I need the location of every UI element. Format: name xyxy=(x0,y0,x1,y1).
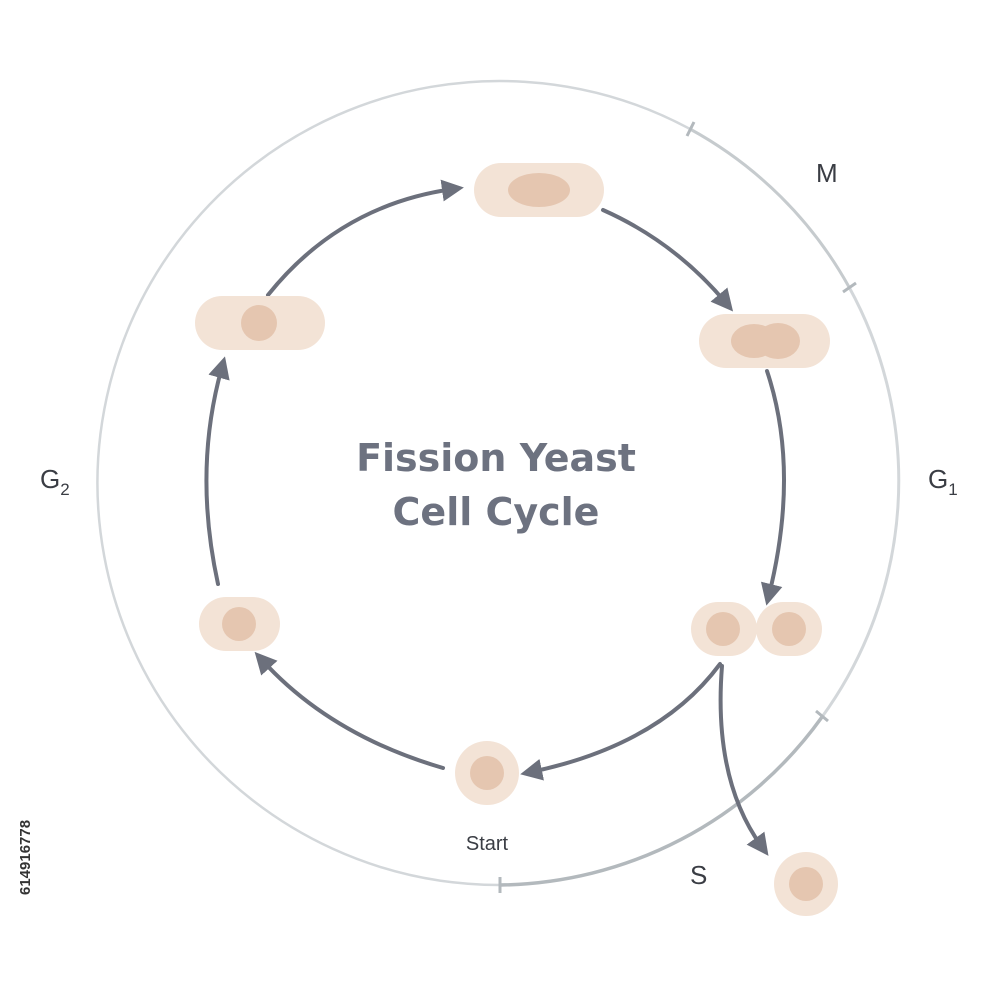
side-id-text: 614916778 xyxy=(17,820,34,895)
tick-m-start xyxy=(685,121,696,137)
arrow-start-to-small xyxy=(254,651,445,770)
arrow-long-to-dividing xyxy=(601,208,734,312)
cell-nucleus xyxy=(241,305,277,341)
cell-dividing-nucleus xyxy=(699,314,830,368)
cell-nucleus xyxy=(470,756,504,790)
cell-nucleus xyxy=(508,173,570,207)
tick-m-end xyxy=(842,281,857,294)
arrow-separated-to-start xyxy=(520,662,722,781)
cell-medium-g2 xyxy=(195,296,325,350)
ring-m-arc xyxy=(689,127,851,288)
cell-nucleus xyxy=(772,612,806,646)
phase-label-s: S xyxy=(690,860,707,890)
arrow-g2-to-mitosis xyxy=(266,179,464,297)
phase-label-g2: G2 xyxy=(40,464,70,499)
phase-ring xyxy=(96,79,901,893)
arrow-separated-to-exit xyxy=(718,664,769,856)
diagram-title-line2: Cell Cycle xyxy=(393,490,600,534)
cell-exit-spore xyxy=(774,852,838,916)
cell-nucleus xyxy=(222,607,256,641)
ring-g1-arc xyxy=(820,286,901,718)
cell-long-top xyxy=(474,163,604,217)
phase-label-g1: G1 xyxy=(928,464,958,499)
start-label: Start xyxy=(466,833,509,855)
cell-nucleus-lobe xyxy=(756,323,800,359)
phase-label-m: M xyxy=(816,158,838,188)
cell-pair-separated xyxy=(691,602,822,656)
cell-nucleus xyxy=(789,867,823,901)
cell-start xyxy=(455,741,519,805)
arrow-small-to-g2 xyxy=(204,356,230,586)
diagram-title-line1: Fission Yeast xyxy=(356,436,636,480)
ring-g2-arc xyxy=(96,79,691,887)
ring-s-arc xyxy=(499,715,824,887)
cycle-arrows xyxy=(204,179,786,856)
cell-small-g2 xyxy=(199,597,280,651)
arrow-dividing-to-separated xyxy=(760,369,786,606)
tick-g1-end xyxy=(815,709,829,723)
cell-nucleus xyxy=(706,612,740,646)
